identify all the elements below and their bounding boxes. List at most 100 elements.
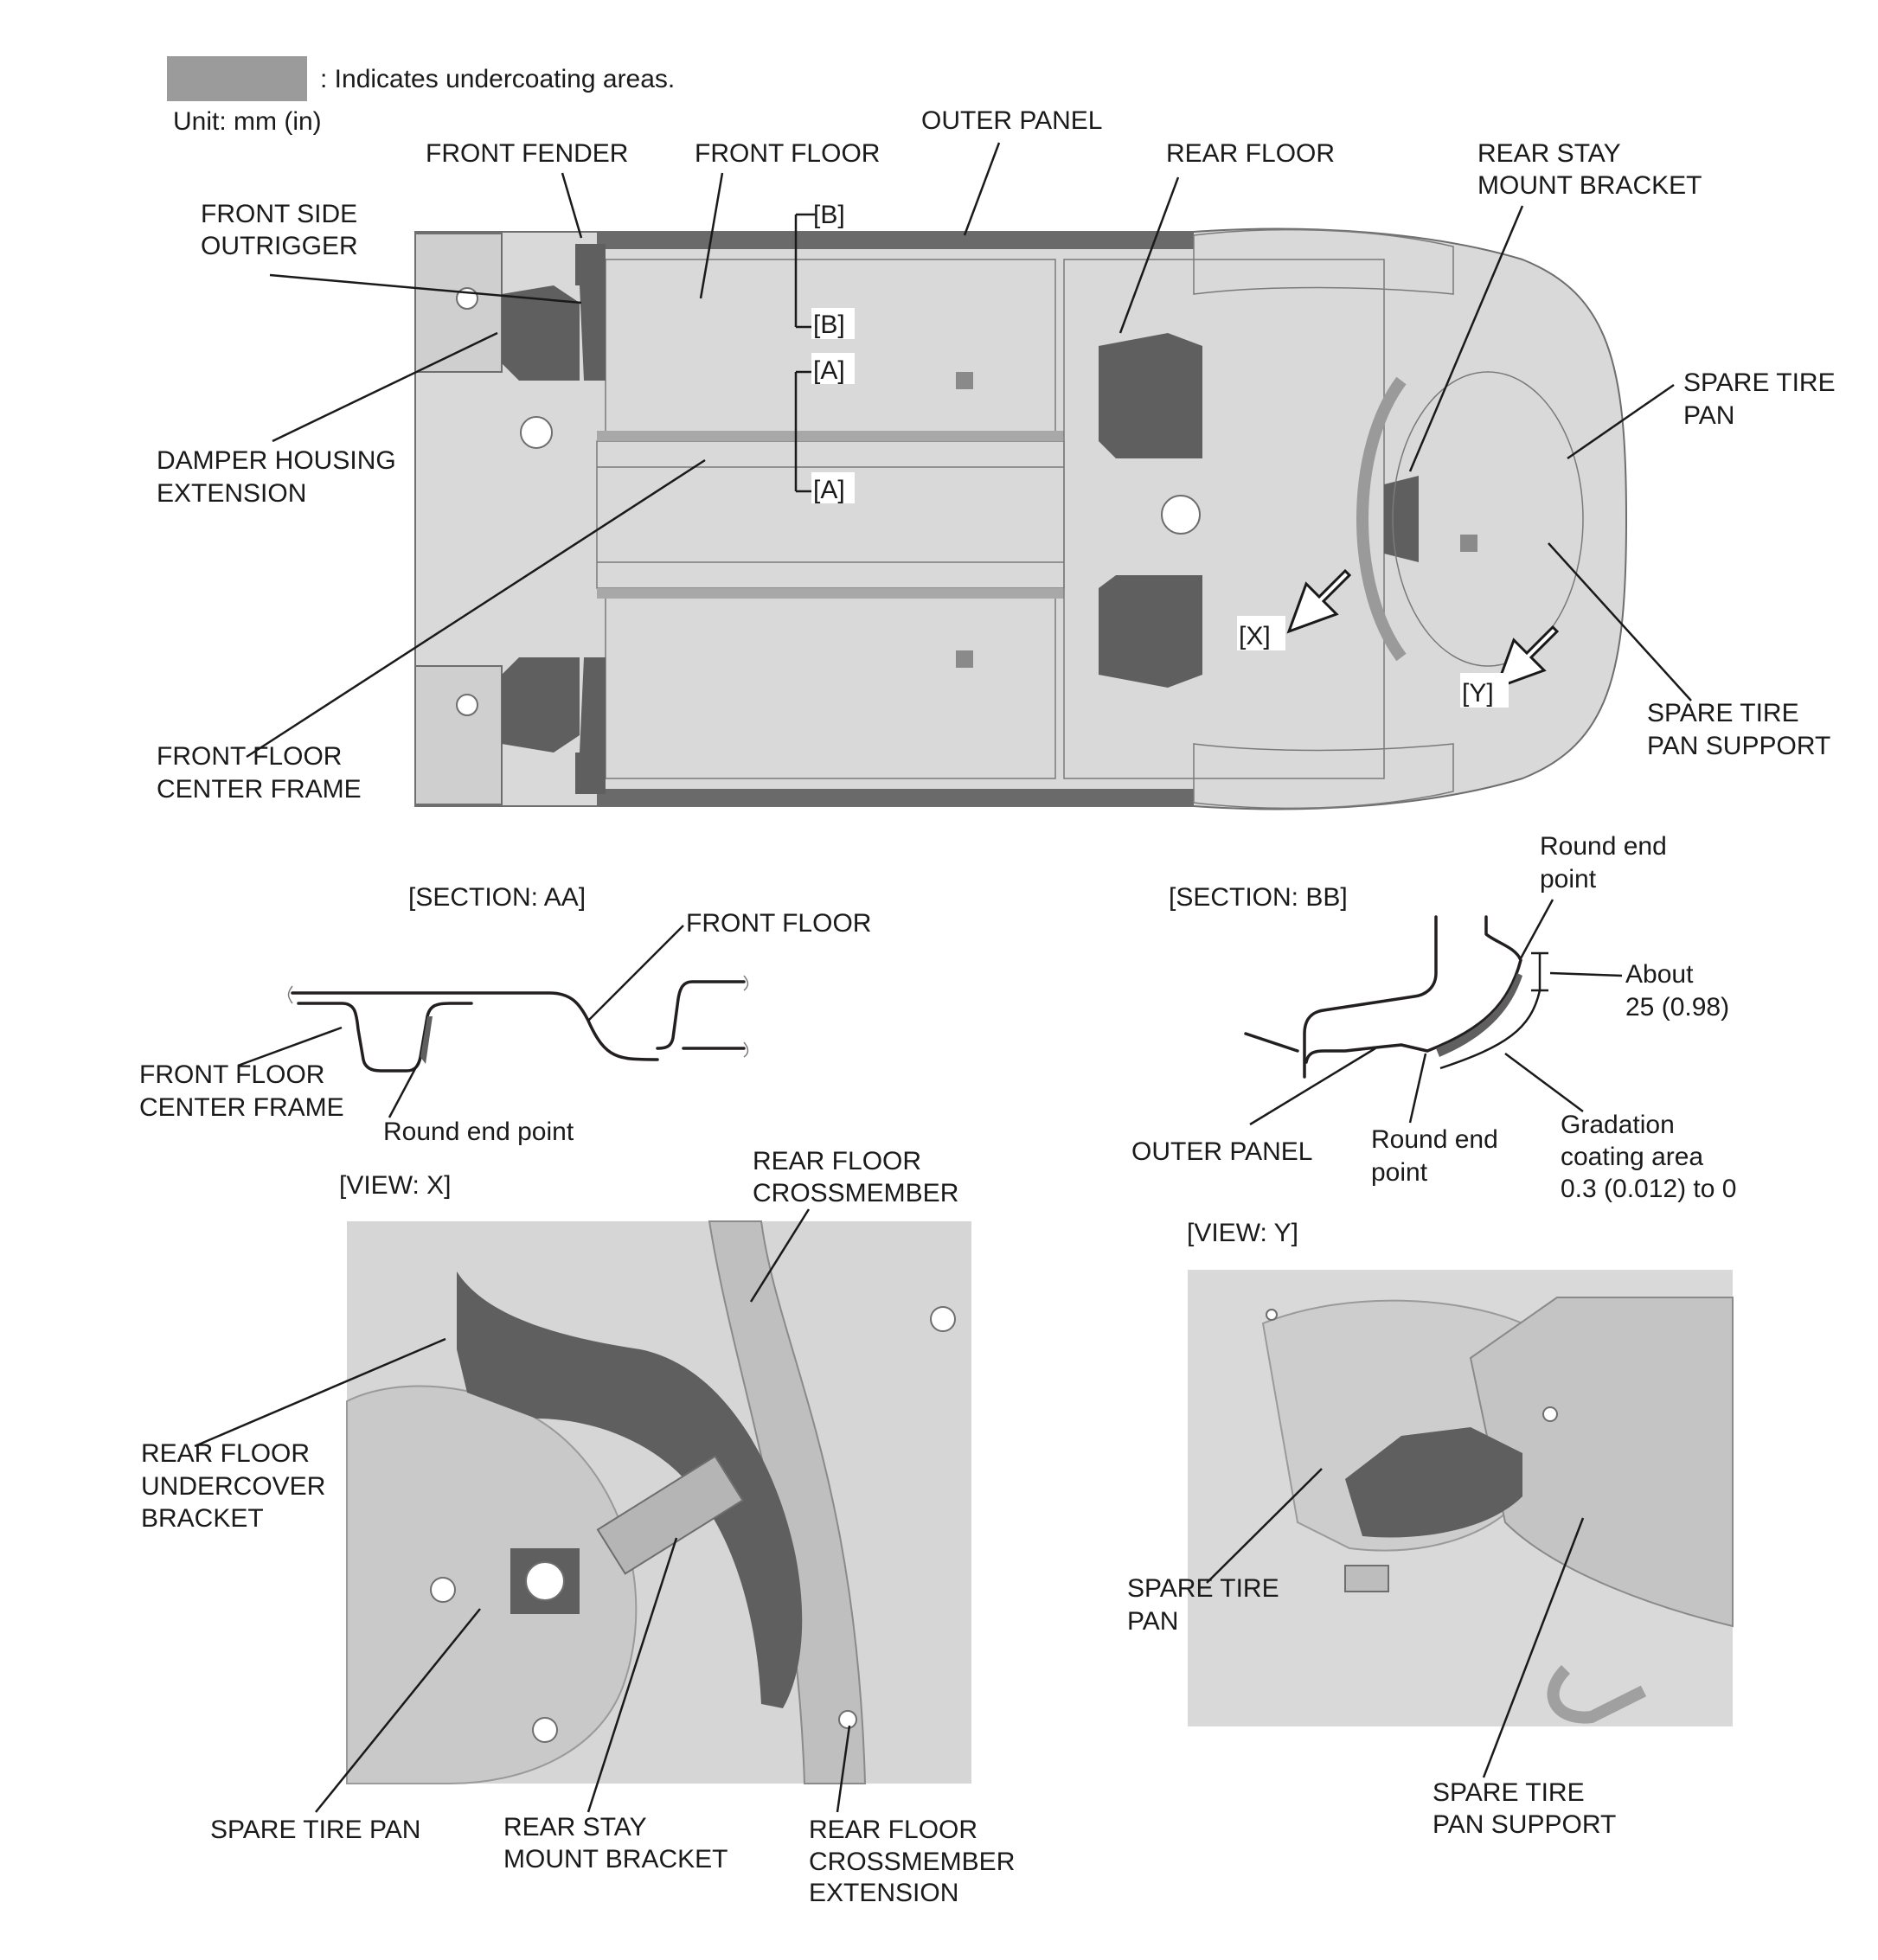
label-front-floor-center-frame-2: CENTER FRAME bbox=[157, 775, 362, 804]
rear-floor-coat-bottom bbox=[1099, 575, 1202, 688]
front-floor-center-frame-top bbox=[597, 431, 1064, 441]
view-x-spare-tire-pan: SPARE TIRE PAN bbox=[210, 1816, 420, 1844]
front-fender-coat-bottom bbox=[575, 753, 606, 794]
section-bb-about-2: 25 (0.98) bbox=[1625, 993, 1729, 1022]
section-aa-center-frame-2: CENTER FRAME bbox=[139, 1093, 344, 1122]
section-bb-round-end-top-2: point bbox=[1540, 865, 1597, 894]
view-y-support-2: PAN SUPPORT bbox=[1433, 1810, 1616, 1839]
section-aa-coat bbox=[420, 1016, 433, 1064]
view-y-hook bbox=[1547, 1665, 1647, 1724]
view-x-title: [VIEW: X] bbox=[339, 1171, 451, 1200]
view-x-undercover-bracket-1: REAR FLOOR bbox=[141, 1439, 310, 1468]
label-rear-stay-mount-bracket-2: MOUNT BRACKET bbox=[1477, 171, 1702, 200]
front-side-outrigger-coat-top bbox=[580, 285, 606, 381]
section-aa-profile-right bbox=[656, 980, 746, 1050]
front-fender-coat-top bbox=[575, 244, 606, 285]
legend-swatch bbox=[167, 56, 307, 101]
view-x-rear-stay-1: REAR STAY bbox=[503, 1813, 647, 1842]
label-front-side-outrigger-1: FRONT SIDE bbox=[201, 200, 357, 228]
marker-y: [Y] bbox=[1462, 679, 1494, 708]
outer-panel-sill-bottom bbox=[597, 789, 1194, 806]
section-bb-coat bbox=[1436, 973, 1522, 1057]
legend: : Indicates undercoating areas. Unit: mm… bbox=[167, 56, 675, 136]
view-x-undercoat bbox=[457, 1271, 803, 1708]
front-right-stub bbox=[414, 665, 503, 805]
marker-a-top: [A] bbox=[813, 356, 845, 385]
label-damper-housing-extension-2: EXTENSION bbox=[157, 479, 306, 508]
section-bb-title: [SECTION: BB] bbox=[1169, 883, 1348, 912]
section-bb-gradation-3: 0.3 (0.012) to 0 bbox=[1561, 1175, 1736, 1203]
section-bb-profile-outer bbox=[1304, 915, 1522, 1064]
view-x-arrow bbox=[1286, 568, 1352, 634]
section-aa: [SECTION: AA] FRONT FLOOR FRONT FLOOR CE… bbox=[139, 883, 871, 1146]
underbody-view: [B] [B] [A] [A] [X] [Y] FRONT FENDER FRO… bbox=[157, 106, 1836, 810]
section-bb: [SECTION: BB] Round end point About 25 (… bbox=[1131, 832, 1736, 1203]
section-bb-profile-inner bbox=[1303, 915, 1438, 1079]
marker-b-top: [B] bbox=[813, 201, 845, 229]
label-front-floor-center-frame-1: FRONT FLOOR bbox=[157, 742, 342, 771]
section-aa-round-end-point: Round end point bbox=[383, 1118, 574, 1146]
view-x-crossmember-2: CROSSMEMBER bbox=[753, 1179, 958, 1207]
label-spare-tire-pan-2: PAN bbox=[1683, 401, 1734, 430]
section-bb-gradation-1: Gradation bbox=[1561, 1111, 1675, 1139]
section-aa-center-frame-1: FRONT FLOOR bbox=[139, 1060, 324, 1089]
outer-panel-sill-top bbox=[597, 232, 1194, 249]
marker-b-bottom: [B] bbox=[813, 311, 845, 339]
view-y-spare-tire-pan-2: PAN bbox=[1127, 1607, 1178, 1636]
spare-tire-pan bbox=[1392, 371, 1584, 667]
rear-floor-coat-top bbox=[1099, 333, 1202, 458]
rear-stay-mount-bracket-coat bbox=[1384, 476, 1419, 562]
view-x-crossmember-1: REAR FLOOR bbox=[753, 1147, 921, 1175]
label-rear-floor: REAR FLOOR bbox=[1166, 139, 1335, 168]
view-y-spare-tire-pan-1: SPARE TIRE bbox=[1127, 1574, 1279, 1603]
section-aa-profile-frame bbox=[297, 1002, 473, 1073]
section-bb-gradation-2: coating area bbox=[1561, 1143, 1703, 1171]
view-y-tab bbox=[1344, 1565, 1389, 1592]
label-front-side-outrigger-2: OUTRIGGER bbox=[201, 232, 358, 260]
unit-label: Unit: mm (in) bbox=[173, 107, 322, 136]
label-outer-panel: OUTER PANEL bbox=[921, 106, 1103, 135]
section-bb-about-1: About bbox=[1625, 960, 1694, 989]
view-y-undercoat bbox=[1345, 1427, 1522, 1538]
view-y-pan-support bbox=[1469, 1297, 1734, 1628]
damper-housing-extension-coat-top bbox=[502, 285, 580, 381]
rear-wheel-well-bottom bbox=[1193, 743, 1454, 810]
front-floor-center-frame-bottom bbox=[597, 588, 1064, 599]
marker-x: [X] bbox=[1239, 622, 1271, 650]
rear-floor-crossmember bbox=[1356, 376, 1407, 662]
front-side-outrigger-coat-bottom bbox=[580, 657, 606, 753]
section-bb-round-end-bottom-1: Round end bbox=[1371, 1125, 1498, 1154]
legend-text: : Indicates undercoating areas. bbox=[320, 65, 675, 93]
rear-wheel-well-top bbox=[1193, 228, 1454, 295]
section-aa-profile-top bbox=[291, 991, 659, 1061]
section-bb-round-end-bottom-2: point bbox=[1371, 1158, 1428, 1187]
section-aa-front-floor: FRONT FLOOR bbox=[686, 909, 871, 938]
section-aa-title: [SECTION: AA] bbox=[408, 883, 586, 912]
marker-a-bottom: [A] bbox=[813, 476, 845, 504]
view-y-title: [VIEW: Y] bbox=[1187, 1219, 1298, 1247]
view-y-arrow bbox=[1494, 625, 1560, 690]
view-x-crossmember bbox=[708, 1220, 867, 1784]
view-x: [VIEW: X] REAR FLOOR CROSSMEMBER REAR FL… bbox=[141, 1147, 1015, 1907]
view-y: [VIEW: Y] SPARE TIRE PAN SPARE TIRE PAN … bbox=[1127, 1219, 1734, 1839]
label-damper-housing-extension-1: DAMPER HOUSING bbox=[157, 446, 396, 475]
label-spare-tire-pan-support-2: PAN SUPPORT bbox=[1647, 732, 1830, 760]
label-spare-tire-pan-1: SPARE TIRE bbox=[1683, 368, 1836, 397]
view-x-rear-stay-bracket bbox=[596, 1455, 744, 1575]
label-rear-stay-mount-bracket-1: REAR STAY bbox=[1477, 139, 1621, 168]
view-x-undercover-bracket-2: UNDERCOVER bbox=[141, 1472, 325, 1501]
view-x-crossmember-ext-3: EXTENSION bbox=[809, 1879, 958, 1907]
label-front-floor: FRONT FLOOR bbox=[695, 139, 880, 168]
view-x-undercover-bracket-3: BRACKET bbox=[141, 1504, 264, 1533]
damper-housing-extension-coat-bottom bbox=[502, 657, 580, 753]
underbody-outline bbox=[414, 227, 1628, 810]
view-x-rear-stay-2: MOUNT BRACKET bbox=[503, 1845, 727, 1874]
view-x-crossmember-ext-2: CROSSMEMBER bbox=[809, 1848, 1015, 1876]
view-y-support-1: SPARE TIRE bbox=[1433, 1778, 1585, 1807]
label-front-fender: FRONT FENDER bbox=[426, 139, 628, 168]
section-bb-round-end-top-1: Round end bbox=[1540, 832, 1667, 861]
section-bb-outer-panel: OUTER PANEL bbox=[1131, 1137, 1313, 1166]
label-spare-tire-pan-support-1: SPARE TIRE bbox=[1647, 699, 1799, 727]
view-x-crossmember-ext-1: REAR FLOOR bbox=[809, 1816, 977, 1844]
